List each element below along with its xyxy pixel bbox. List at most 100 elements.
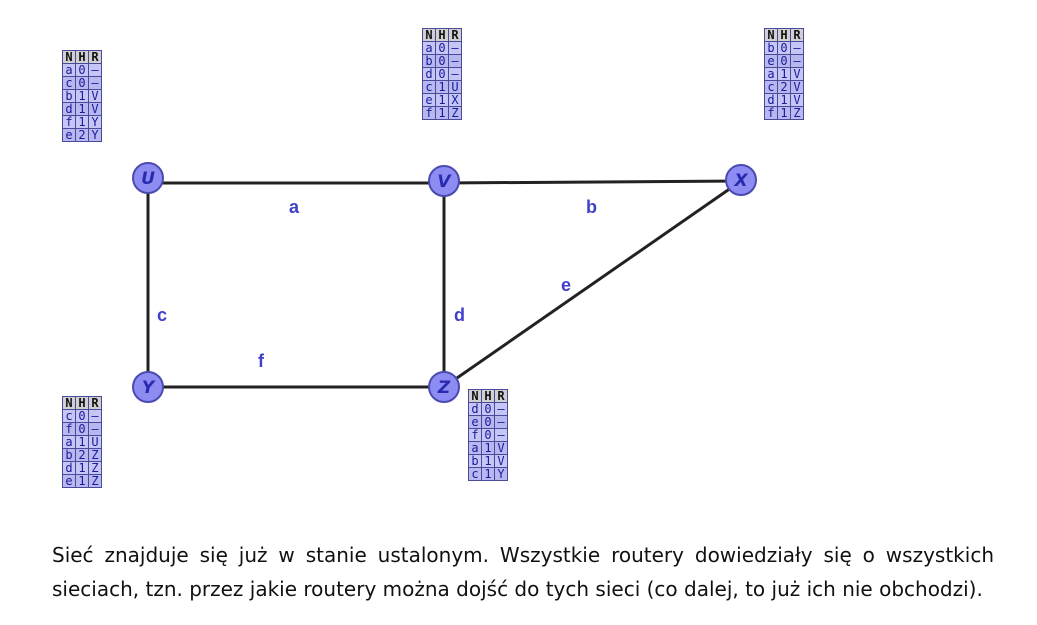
table-cell: d — [468, 402, 482, 416]
table-cell: a — [422, 41, 436, 55]
table-header-cell: H — [777, 28, 791, 42]
table-header-cell: R — [448, 28, 462, 42]
table-cell: 1 — [75, 89, 89, 103]
table-cell: 1 — [75, 435, 89, 449]
table-header-cell: R — [88, 50, 102, 64]
table-cell: e — [62, 474, 76, 488]
table-cell: 1 — [75, 102, 89, 116]
table-cell: 1 — [435, 80, 449, 94]
table-cell: Y — [88, 115, 102, 129]
table-cell: – — [448, 41, 462, 55]
table-cell: – — [494, 428, 508, 442]
table-cell: 1 — [75, 461, 89, 475]
table-cell: Z — [790, 106, 804, 120]
table-cell: 0 — [75, 409, 89, 423]
table-header-cell: H — [75, 396, 89, 410]
table-cell: 1 — [75, 474, 89, 488]
table-cell: f — [764, 106, 778, 120]
table-header-cell: N — [62, 396, 76, 410]
table-cell: c — [62, 76, 76, 90]
table-cell: a — [62, 63, 76, 77]
table-cell: U — [88, 435, 102, 449]
table-cell: X — [448, 93, 462, 107]
table-header-cell: H — [481, 389, 495, 403]
table-header-cell: N — [468, 389, 482, 403]
table-cell: 1 — [481, 467, 495, 481]
table-cell: d — [422, 67, 436, 81]
table-header-cell: H — [435, 28, 449, 42]
table-cell: V — [790, 93, 804, 107]
table-cell: – — [448, 54, 462, 68]
router-u: U — [132, 162, 164, 194]
network-diagram: a b c d e f U V X Y Z — [132, 162, 757, 403]
table-cell: 0 — [75, 63, 89, 77]
link-label-f: f — [258, 351, 265, 371]
table-header-cell: N — [422, 28, 436, 42]
table-cell: c — [422, 80, 436, 94]
table-cell: V — [88, 89, 102, 103]
table-cell: e — [468, 415, 482, 429]
table-cell: a — [764, 67, 778, 81]
table-cell: c — [62, 409, 76, 423]
table-cell: e — [422, 93, 436, 107]
table-cell: 0 — [75, 76, 89, 90]
table-cell: – — [494, 415, 508, 429]
table-cell: d — [62, 461, 76, 475]
table-cell: V — [790, 80, 804, 94]
table-header-cell: R — [494, 389, 508, 403]
table-cell: – — [88, 409, 102, 423]
table-cell: 1 — [777, 106, 791, 120]
router-z: Z — [428, 371, 460, 403]
table-cell: 0 — [481, 428, 495, 442]
table-cell: 0 — [435, 67, 449, 81]
caption-text: Sieć znajduje się już w stanie ustalonym… — [52, 543, 994, 601]
table-cell: 1 — [75, 115, 89, 129]
router-v: V — [428, 165, 460, 197]
link-b — [443, 179, 742, 185]
table-cell: 0 — [75, 422, 89, 436]
table-cell: c — [764, 80, 778, 94]
table-cell: – — [88, 422, 102, 436]
table-cell: Z — [88, 474, 102, 488]
table-cell: e — [62, 128, 76, 142]
table-cell: 1 — [435, 93, 449, 107]
table-cell: – — [448, 67, 462, 81]
table-cell: – — [790, 54, 804, 68]
table-cell: b — [468, 454, 482, 468]
table-cell: U — [448, 80, 462, 94]
table-cell: f — [422, 106, 436, 120]
table-cell: Z — [448, 106, 462, 120]
router-label-y: Y — [142, 378, 156, 398]
table-cell: 0 — [481, 402, 495, 416]
table-cell: V — [88, 102, 102, 116]
table-cell: 0 — [435, 54, 449, 68]
table-cell: 0 — [777, 41, 791, 55]
table-cell: Z — [88, 461, 102, 475]
link-label-a: a — [289, 197, 300, 217]
table-cell: V — [494, 454, 508, 468]
link-e — [443, 179, 742, 389]
